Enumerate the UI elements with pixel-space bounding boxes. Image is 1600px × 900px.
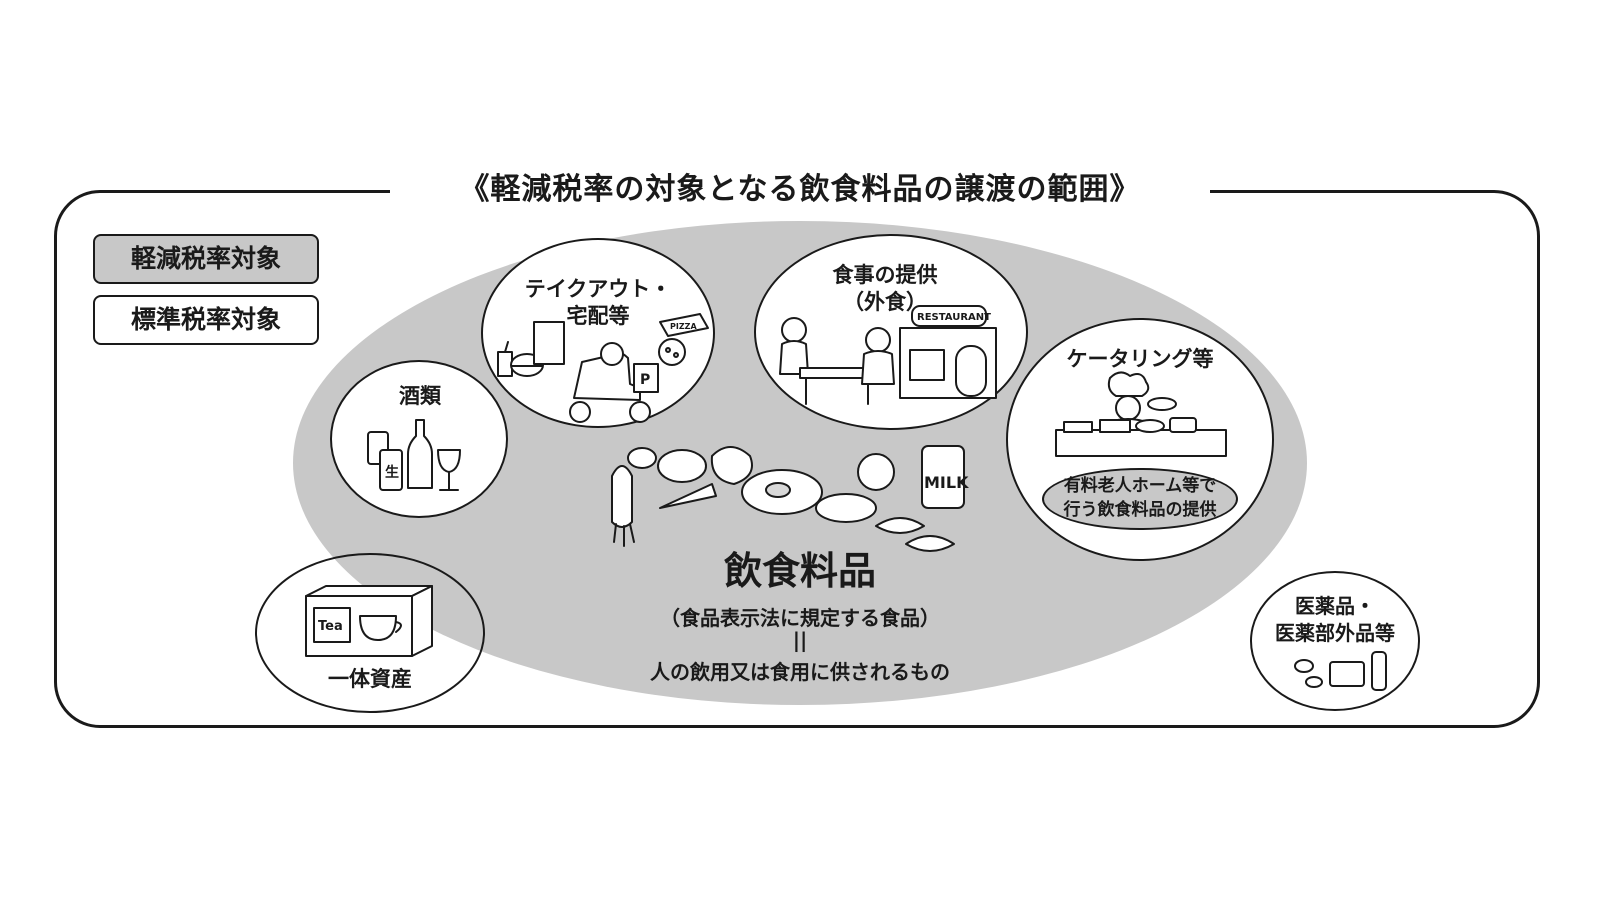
medicine-bottle-icon <box>1371 651 1387 691</box>
medicine-label: 医薬品・ 医薬部外品等 <box>1275 594 1395 645</box>
food-definition: 人の飲用又は食用に供されるもの <box>650 660 950 684</box>
food-illustration: MILK <box>611 445 969 552</box>
diner-icon <box>781 317 807 343</box>
chef-icon <box>1115 395 1141 421</box>
medicine-circle <box>1250 571 1420 711</box>
milk-bottle-icon <box>921 445 965 509</box>
pizza-icon <box>658 338 686 366</box>
legend-standard-rate: 標準税率対象 <box>93 295 319 345</box>
wine-glass-icon <box>437 449 461 473</box>
drink-cup-icon <box>497 351 513 377</box>
buffet-table-icon <box>1055 429 1227 457</box>
squid-icon <box>611 465 633 528</box>
potato-icon <box>627 447 657 469</box>
bottle-icon <box>407 419 433 489</box>
tea-box-icon <box>313 607 351 643</box>
takeout-illustration: P PIZZA <box>497 313 709 423</box>
bundled-assets-circle <box>255 553 485 713</box>
elderly-home-label: 有料老人ホーム等で 行う飲食料品の提供 <box>1063 476 1217 520</box>
rider-helmet-icon <box>600 342 624 366</box>
tomato-icon <box>857 453 895 491</box>
catering-label: ケータリング等 <box>1066 347 1214 371</box>
takeout-label: テイクアウト・ 宅配等 <box>518 276 678 330</box>
chef-hat-icon <box>1107 371 1150 397</box>
medicine-illustration <box>1294 651 1387 691</box>
gift-box-illustration: Tea <box>305 585 433 657</box>
takeout-label-line: テイクアウト・ 宅配等 <box>524 277 672 328</box>
alcohol-label: 酒類 <box>399 384 441 408</box>
food-label: 飲食料品 <box>723 549 876 593</box>
sake-cup-icon <box>379 449 403 491</box>
takeout-bag-icon <box>533 321 565 365</box>
svg-text:RESTAURANT: RESTAURANT <box>917 312 991 323</box>
catering-illustration <box>1055 371 1227 457</box>
teacup-icon <box>359 615 397 641</box>
equivalence-mark: || <box>792 628 808 652</box>
scooter-wheel-icon <box>569 401 591 423</box>
pumpkin-icon <box>710 446 753 485</box>
serving-plate-icon <box>1147 397 1177 411</box>
broccoli-icon <box>657 449 707 483</box>
svg-text:Tea: Tea <box>318 619 343 634</box>
svg-text:MILK: MILK <box>924 473 969 492</box>
fish-icon <box>905 535 955 552</box>
food-label-subtitle: （食品表示法に規定する食品） <box>660 606 940 630</box>
scooter-wheel-icon <box>629 401 651 423</box>
fish-icon <box>875 517 925 534</box>
dining-out-label: 食事の提供 （外食） <box>800 262 970 316</box>
svg-text:生: 生 <box>385 464 399 481</box>
bundled-assets-label: 一体資産 <box>328 667 412 691</box>
restaurant-illustration: RESTAURANT <box>779 305 997 405</box>
dining-out-label-line: 食事の提供 （外食） <box>832 263 938 314</box>
legend-reduced-rate: 軽減税率対象 <box>93 234 319 284</box>
elderly-home-region <box>1042 468 1238 530</box>
alcohol-illustration: 生 <box>367 419 461 491</box>
carrot-icon <box>659 483 717 509</box>
pot-icon <box>1169 417 1197 433</box>
diner-icon <box>865 327 891 353</box>
svg-text:PIZZA: PIZZA <box>670 322 697 331</box>
pill-icon <box>1294 659 1314 673</box>
pizza-box-icon <box>659 313 709 337</box>
eggplant-icon <box>815 493 877 523</box>
diagram-title: 《軽減税率の対象となる飲食料品の譲渡の範囲》 <box>390 168 1210 212</box>
svg-text:P: P <box>640 372 650 388</box>
pill-icon <box>1305 676 1323 688</box>
medicine-box-icon <box>1329 661 1365 687</box>
